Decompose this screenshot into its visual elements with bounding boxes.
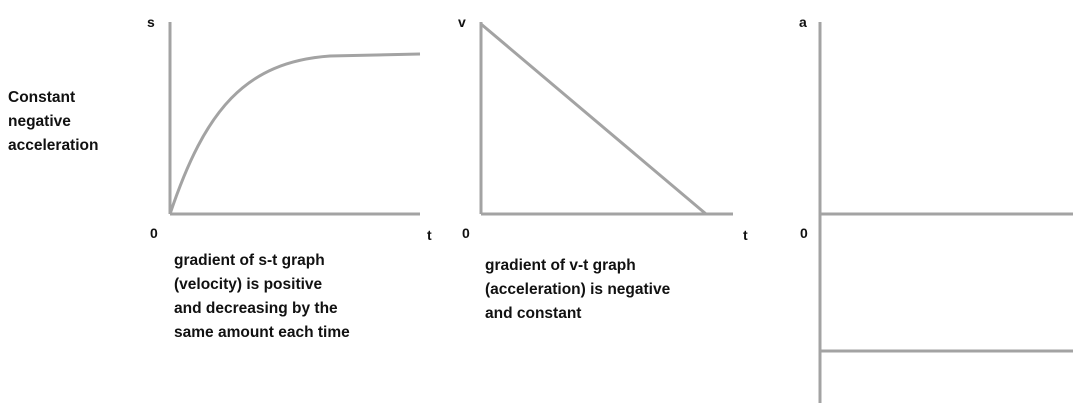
st-y-label: s <box>147 14 155 30</box>
st-graph: s t 0 gradient of s-t graph (velocity) i… <box>147 14 432 341</box>
side-label-line: Constant <box>8 89 75 106</box>
st-caption-line: and decreasing by the <box>174 300 338 317</box>
st-caption: gradient of s-t graph (velocity) is posi… <box>174 252 350 341</box>
vt-caption-line: and constant <box>485 305 581 322</box>
vt-x-label: t <box>743 227 748 243</box>
vt-line <box>480 22 707 216</box>
side-label: Constant negative acceleration <box>8 89 98 154</box>
vt-graph: v t 0 gradient of v-t graph (acceleratio… <box>458 14 748 322</box>
st-origin-label: 0 <box>150 225 158 241</box>
vt-y-label: v <box>458 14 466 30</box>
vt-origin-label: 0 <box>462 225 470 241</box>
side-label-line: negative <box>8 113 71 130</box>
vt-caption-line: gradient of v-t graph <box>485 257 636 274</box>
at-graph: a 0 <box>799 14 1073 403</box>
at-y-label: a <box>799 14 807 30</box>
vt-caption-line: (acceleration) is negative <box>485 281 671 298</box>
st-caption-line: same amount each time <box>174 324 350 341</box>
st-caption-line: (velocity) is positive <box>174 276 323 293</box>
side-label-line: acceleration <box>8 137 98 154</box>
st-x-label: t <box>427 227 432 243</box>
st-caption-line: gradient of s-t graph <box>174 252 325 269</box>
st-curve <box>168 52 421 215</box>
at-origin-label: 0 <box>800 225 808 241</box>
vt-caption: gradient of v-t graph (acceleration) is … <box>485 257 671 322</box>
